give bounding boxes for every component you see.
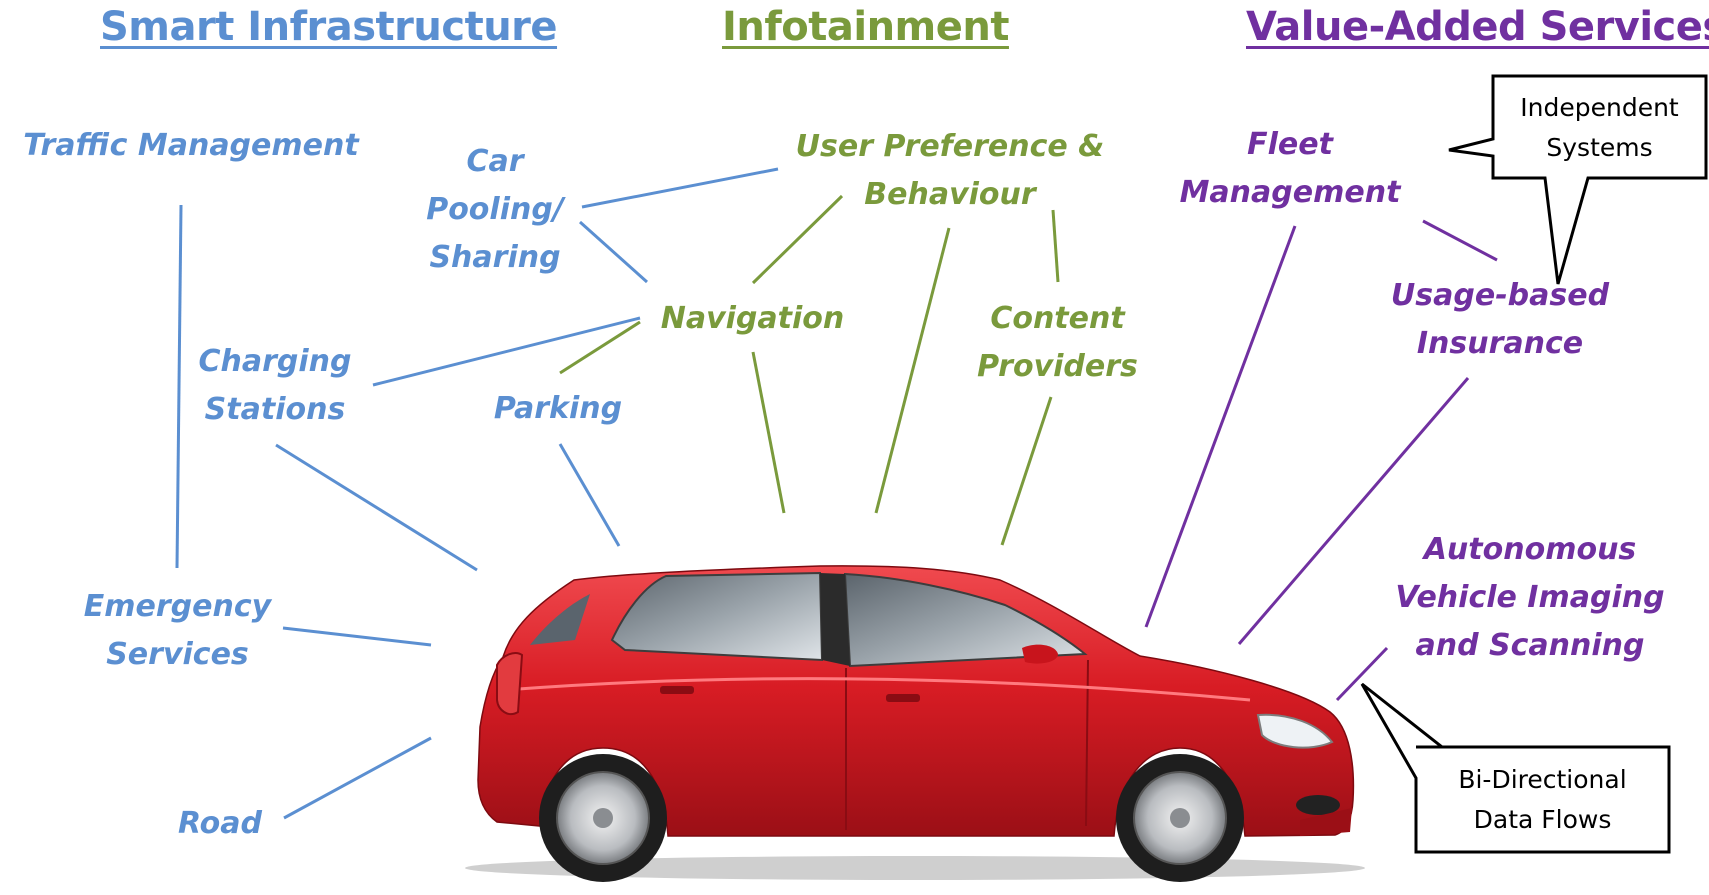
callout-bidirectional-text: Bi-Directional Data Flows [1458,765,1627,834]
label-parking: Parking [493,391,623,426]
car-bumper [1300,808,1352,836]
value-added-connectors [1144,219,1498,702]
label-user-preference-behaviour: User Preference & Behaviour [795,129,1105,212]
connector-charging-car [275,443,478,572]
connector-traffic-emergency [175,204,183,569]
car-body-crease [504,677,1251,702]
connector-carpooling-navigation [578,220,649,284]
callout-bidirectional [1360,682,1671,854]
label-charging-stations: Charging Stations [198,344,352,427]
connector-insurance-car [1237,377,1470,645]
connector-emergency-car [282,626,432,647]
label-content-providers: Content Providers [977,301,1138,384]
heading-smart-infrastructure: Smart Infrastructure [100,4,558,50]
car-illustration [465,565,1365,882]
label-usage-based-insurance: Usage-based Insurance [1390,278,1610,361]
connector-navigation-parking [559,320,641,375]
connector-carpooling-userpref [581,167,779,209]
connector-userpref-navigation [751,194,844,285]
car-wheel-rear [539,754,667,882]
label-traffic-management: Traffic Management [23,128,359,163]
callout-bidirectional-shape [1360,682,1671,854]
car-door-handle-front [886,694,920,702]
car-pillar [820,573,850,666]
label-fleet-management: Fleet Management [1179,127,1401,210]
label-emergency-services: Emergency Services [83,589,272,672]
callout-independent-shape [1448,74,1708,285]
connector-autonomous-car [1335,646,1389,702]
connector-charging-navigation [372,316,641,387]
connector-fleet-car [1144,225,1297,628]
car-headlight [1256,713,1334,749]
connector-navigation-car [751,351,786,514]
smart-infrastructure-connectors [175,167,779,820]
label-road: Road [178,806,262,841]
car-window-rear [530,594,590,645]
car-taillight [496,652,524,716]
car-mirror [1022,644,1058,664]
callout-independent-systems [1448,74,1708,285]
car-wheel-front [1116,754,1244,882]
callout-independent-text: Independent Systems [1520,93,1679,162]
connector-parking-car [558,443,621,547]
car-foglight [1296,795,1340,815]
heading-value-added-services: Value-Added Services [1246,4,1709,50]
label-autonomous-vehicle-imaging: Autonomous Vehicle Imaging and Scanning [1395,532,1665,663]
car-window-side-front [843,572,1088,668]
infotainment-connectors [559,194,1060,546]
connector-road-car [283,736,432,820]
connector-fleet-insurance [1422,219,1498,262]
car-door-handle-rear [660,686,694,694]
label-navigation: Navigation [660,301,845,336]
connector-userpref-content [1051,209,1060,283]
heading-infotainment: Infotainment [722,4,1009,50]
label-car-pooling-sharing: Car Pooling/ Sharing [426,144,564,275]
connector-content-car [1000,396,1053,546]
connector-userpref-car [874,227,951,514]
